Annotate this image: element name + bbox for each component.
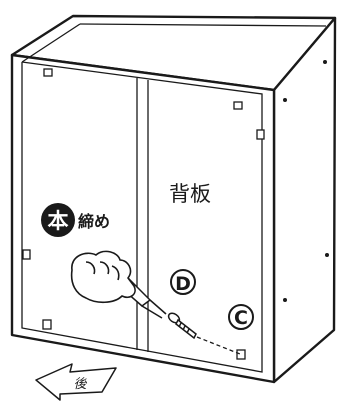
tighten-text: 締め: [78, 212, 110, 231]
rivet-icon: [283, 298, 287, 302]
fitting-top-left: [43, 68, 53, 77]
rivet-icon: [283, 98, 287, 102]
part-c-marker: [228, 304, 254, 330]
fitting-side-left: [22, 249, 31, 260]
back-panel-inner-edge: [21, 61, 263, 373]
rivet-icon: [323, 60, 327, 64]
screw-d-icon: [167, 312, 197, 340]
fitting-side-right: [256, 129, 265, 140]
top-panel-inner-edge: [79, 23, 327, 27]
top-panel-rear-edge: [21, 23, 81, 63]
fitting-bottom-left: [42, 319, 52, 330]
fitting-top-right: [233, 101, 243, 110]
rivet-icon: [325, 253, 329, 257]
part-d-label: D: [175, 273, 191, 295]
part-d-marker: [170, 269, 196, 295]
part-c-label: C: [234, 307, 248, 329]
hand-icon: [70, 250, 136, 304]
back-panel-label: 背板: [169, 182, 211, 206]
tighten-badge-label: 本: [48, 209, 69, 233]
cabinet-back-panel: [10, 53, 276, 384]
fitting-bottom-right: [236, 349, 246, 360]
screw-guide-line: [196, 336, 241, 355]
rear-arrow-label: 後: [73, 377, 87, 392]
tighten-badge: [41, 203, 75, 237]
rear-arrow-icon: [35, 363, 117, 401]
